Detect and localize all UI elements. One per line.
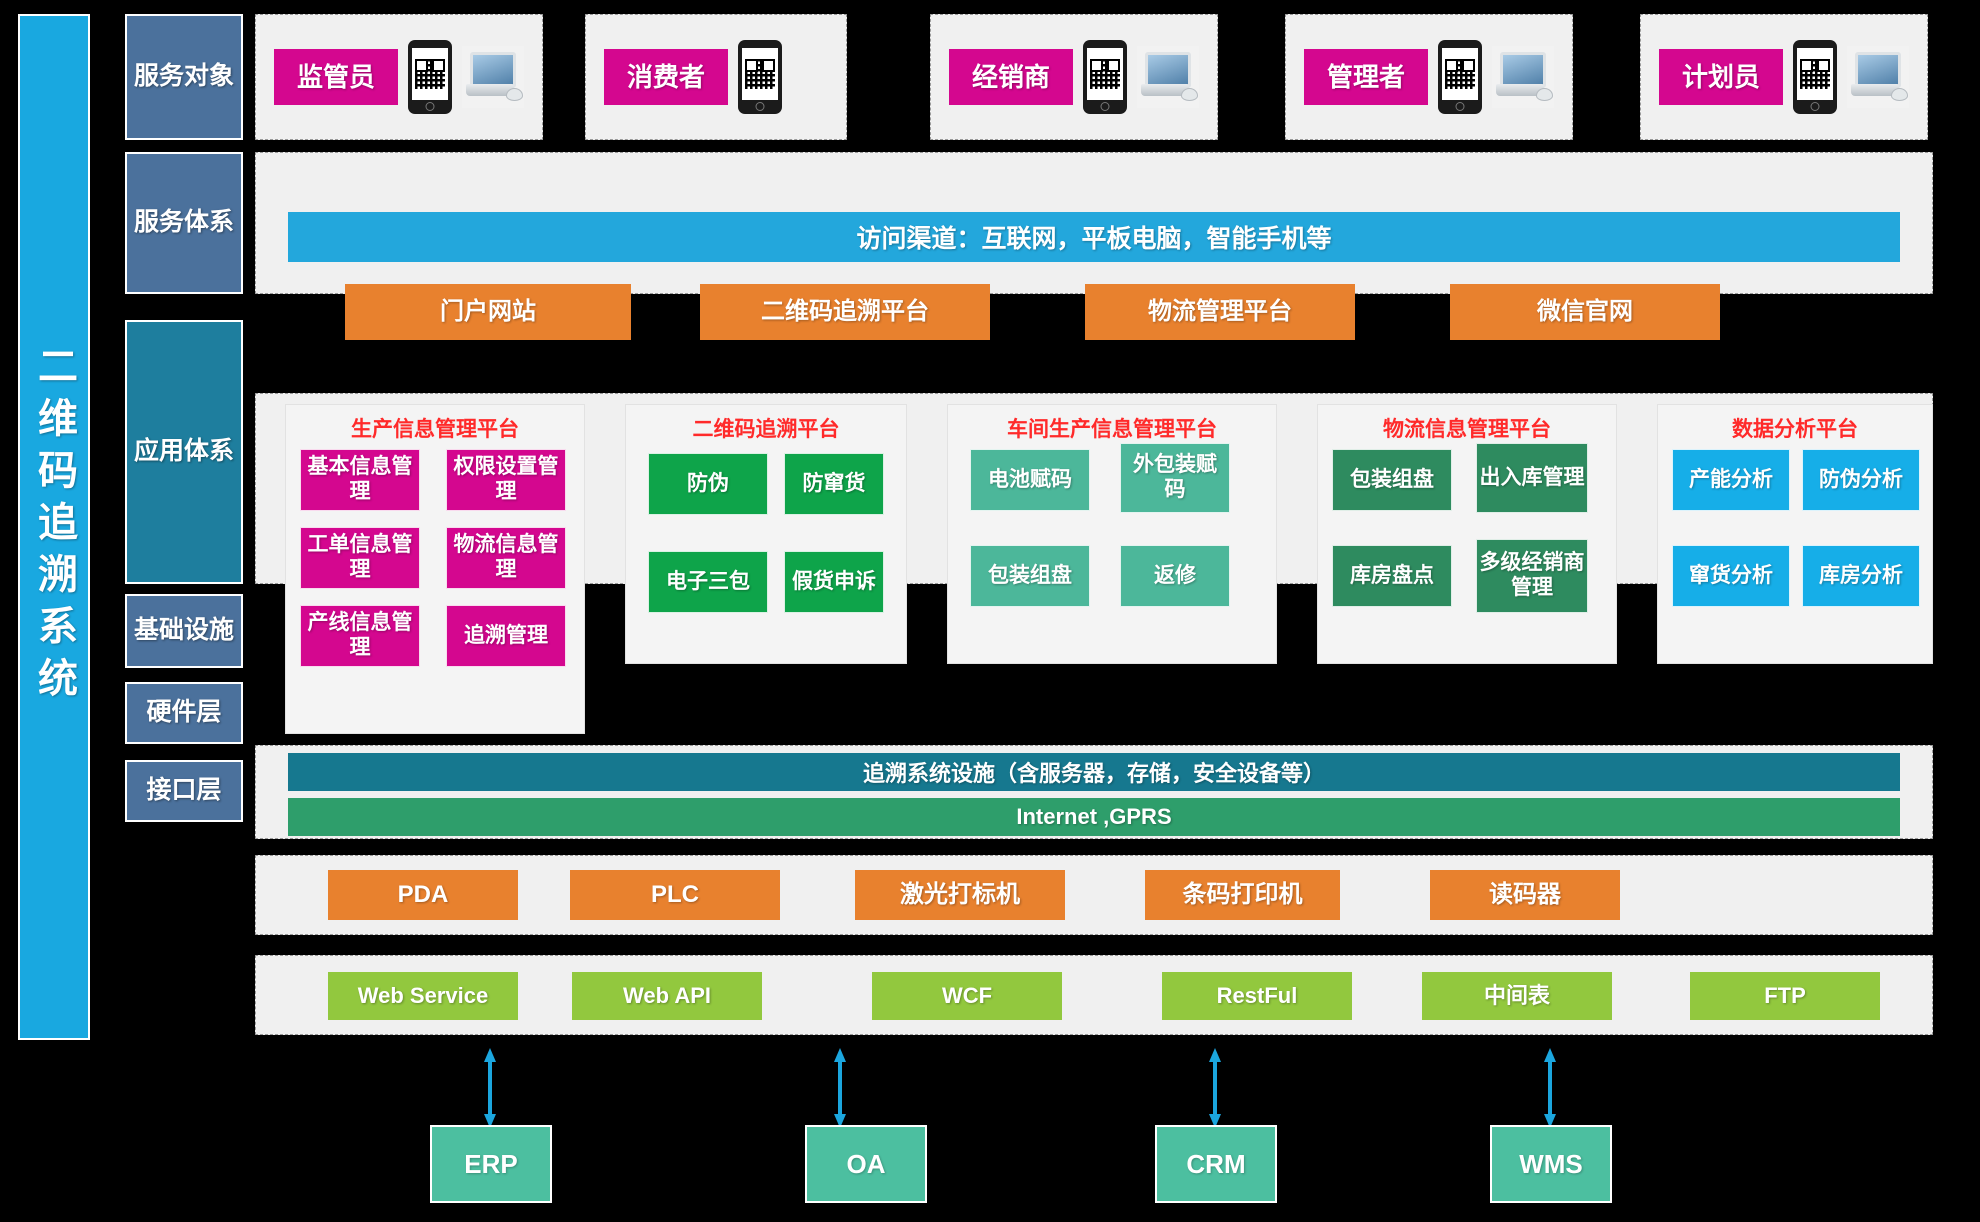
interface-web-api[interactable]: Web API [572,972,762,1020]
role-tag-distributor: 经销商 [949,48,1073,106]
layer-label-interface: 接口层 [125,760,243,822]
hardware-panel [255,855,1933,935]
connector-arrow-wms [1544,1048,1556,1128]
external-system-erp[interactable]: ERP [430,1125,552,1203]
interface-middle-table[interactable]: 中间表 [1422,972,1612,1020]
connector-arrow-erp [484,1048,496,1128]
desktop-pc-icon [1492,46,1554,108]
layer-label-service-system: 服务体系 [125,152,243,294]
app-tile-rework[interactable]: 返修 [1120,545,1230,607]
qr-phone-icon [408,40,452,114]
app-group-title: 二维码追溯平台 [692,418,840,441]
access-channel-bar: 访问渠道：互联网，平板电脑，智能手机等 [288,212,1900,262]
service-object-card-2[interactable]: 经销商 [930,14,1218,140]
app-group-title: 数据分析平台 [1732,418,1858,441]
external-system-wms[interactable]: WMS [1490,1125,1612,1203]
desktop-pc-icon [462,46,524,108]
desktop-pc-icon [1847,46,1909,108]
platform-qr-traceability[interactable]: 二维码追溯平台 [700,284,990,340]
app-tile-trace-management[interactable]: 追溯管理 [446,605,566,667]
connector-arrow-crm [1209,1048,1221,1128]
app-group-title: 物流信息管理平台 [1383,418,1551,441]
layer-label-hardware: 硬件层 [125,682,243,744]
external-system-crm[interactable]: CRM [1155,1125,1277,1203]
app-tile-package-coding[interactable]: 外包装赋码 [1120,443,1230,513]
hardware-laser-marker[interactable]: 激光打标机 [855,870,1065,920]
app-tile-anti-counterfeit[interactable]: 防伪 [648,453,768,515]
platform-logistics-management[interactable]: 物流管理平台 [1085,284,1355,340]
layer-label-service-objects: 服务对象 [125,14,243,140]
layer-label-infrastructure: 基础设施 [125,594,243,668]
app-tile-production-line[interactable]: 产线信息管理 [300,605,420,667]
app-group-workshop-production: 车间生产信息管理平台 电池赋码 外包装赋码 包装组盘 返修 [947,404,1277,664]
app-group-title: 生产信息管理平台 [351,418,519,441]
app-group-title: 车间生产信息管理平台 [1007,418,1217,441]
role-tag-consumer: 消费者 [604,48,728,106]
app-tile-work-order[interactable]: 工单信息管理 [300,527,420,589]
app-tile-basic-info[interactable]: 基本信息管理 [300,449,420,511]
interface-ftp[interactable]: FTP [1690,972,1880,1020]
app-tile-anti-diversion[interactable]: 防窜货 [784,453,884,515]
hardware-pda[interactable]: PDA [328,870,518,920]
qr-phone-icon [1793,40,1837,114]
platform-wechat-official[interactable]: 微信官网 [1450,284,1720,340]
app-group-logistics-info: 物流信息管理平台 包装组盘 出入库管理 库房盘点 多级经销商管理 [1317,404,1617,664]
app-tile-inout-warehouse[interactable]: 出入库管理 [1476,443,1588,513]
app-tile-anticounterfeit-analysis[interactable]: 防伪分析 [1802,449,1920,511]
interface-wcf[interactable]: WCF [872,972,1062,1020]
app-tile-e-warranty[interactable]: 电子三包 [648,551,768,613]
external-system-oa[interactable]: OA [805,1125,927,1203]
qr-phone-icon [1438,40,1482,114]
app-tile-battery-coding[interactable]: 电池赋码 [970,449,1090,511]
app-tile-permission[interactable]: 权限设置管理 [446,449,566,511]
hardware-code-reader[interactable]: 读码器 [1430,870,1620,920]
hardware-plc[interactable]: PLC [570,870,780,920]
app-tile-warehouse-analysis[interactable]: 库房分析 [1802,545,1920,607]
app-tile-fake-complaint[interactable]: 假货申诉 [784,551,884,613]
layer-label-application: 应用体系 [125,320,243,584]
app-tile-capacity-analysis[interactable]: 产能分析 [1672,449,1790,511]
role-tag-planner: 计划员 [1659,48,1783,106]
app-tile-package-assembly[interactable]: 包装组盘 [970,545,1090,607]
service-object-card-1[interactable]: 消费者 [585,14,847,140]
role-tag-supervisor: 监管员 [274,48,398,106]
qr-phone-icon [1083,40,1127,114]
app-group-qr-traceability: 二维码追溯平台 防伪 防窜货 电子三包 假货申诉 [625,404,907,664]
platform-portal-website[interactable]: 门户网站 [345,284,631,340]
desktop-pc-icon [1137,46,1199,108]
app-tile-stock-count[interactable]: 库房盘点 [1332,545,1452,607]
service-object-card-3[interactable]: 管理者 [1285,14,1573,140]
app-tile-multi-dealer[interactable]: 多级经销商管理 [1476,539,1588,613]
system-title-bar: 二维码追溯系统 [18,14,90,1040]
app-tile-pallet-assembly[interactable]: 包装组盘 [1332,449,1452,511]
facility-bar: 追溯系统设施（含服务器，存储，安全设备等） [288,753,1900,791]
app-tile-logistics-info[interactable]: 物流信息管理 [446,527,566,589]
network-bar: Internet ,GPRS [288,798,1900,836]
interface-panel [255,955,1933,1035]
hardware-barcode-printer[interactable]: 条码打印机 [1145,870,1340,920]
system-title: 二维码追溯系统 [32,345,76,709]
connector-arrow-oa [834,1048,846,1128]
interface-web-service[interactable]: Web Service [328,972,518,1020]
interface-restful[interactable]: RestFul [1162,972,1352,1020]
service-object-card-0[interactable]: 监管员 [255,14,543,140]
app-group-production-info: 生产信息管理平台 基本信息管理 权限设置管理 工单信息管理 物流信息管理 产线信… [285,404,585,734]
service-object-card-4[interactable]: 计划员 [1640,14,1928,140]
role-tag-manager: 管理者 [1304,48,1428,106]
qr-phone-icon [738,40,782,114]
app-group-data-analysis: 数据分析平台 产能分析 防伪分析 窜货分析 库房分析 [1657,404,1933,664]
app-tile-diversion-analysis[interactable]: 窜货分析 [1672,545,1790,607]
